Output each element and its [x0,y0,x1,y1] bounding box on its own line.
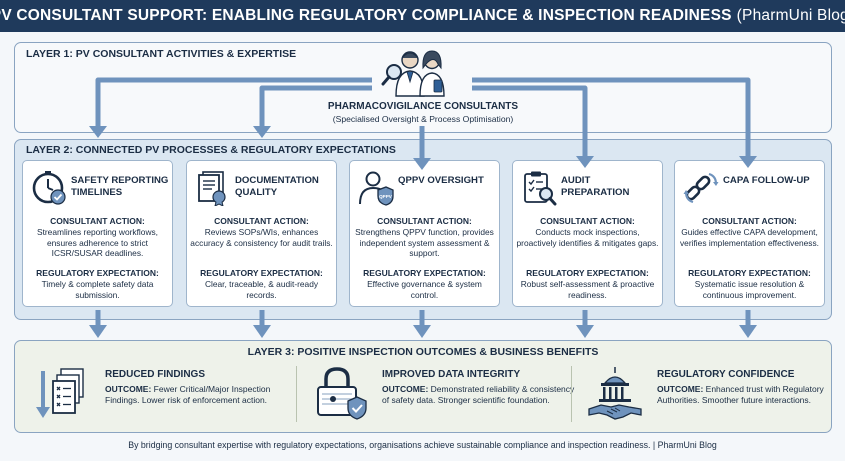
layer-3-panel: LAYER 3: POSITIVE INSPECTION OUTCOMES & … [14,340,832,433]
consultants-subtitle: (Specialised Oversight & Process Optimis… [332,114,514,124]
arrowhead-down-1 [89,325,107,338]
arrowhead-down-5 [739,325,757,338]
consultant-action-text: Guides effective CAPA development, verif… [679,227,820,248]
layer-1-panel: LAYER 1: PV CONSULTANT ACTIVITIES & EXPE… [14,42,832,133]
page-title-bar: PV CONSULTANT SUPPORT: ENABLING REGULATO… [0,0,845,32]
card-title: CAPA FOLLOW-UP [723,175,810,186]
regulatory-expectation-label: REGULATORY EXPECTATION: [200,268,323,278]
decreasing-documents-icon [36,368,84,418]
capitol-handshake-icon [588,367,642,420]
card-title: AUDIT PREPARATION [561,175,630,198]
checklist-magnifier-icon [524,171,557,206]
process-card-capa: CAPA FOLLOW-UP CONSULTANT ACTION: Guides… [674,160,825,307]
outcome-divider [571,366,572,422]
consultants-label: PHARMACOVIGILANCE CONSULTANTS [327,101,519,112]
outcome-reduced-findings: REDUCED FINDINGS OUTCOME: Fewer Critical… [35,363,295,425]
arrowhead-down-4 [576,325,594,338]
consultant-action-label: CONSULTANT ACTION: [214,216,309,226]
consultant-action-label: CONSULTANT ACTION: [377,216,472,226]
layer-1-title: LAYER 1: PV CONSULTANT ACTIVITIES & EXPE… [26,48,297,60]
card-title: QPPV OVERSIGHT [398,175,484,186]
outcome-label: OUTCOME: [105,384,152,394]
outcome-text: Demonstrated reliability & consistency o… [382,384,575,405]
consultant-action-text: Reviews SOPs/WIs, enhances accuracy & co… [190,227,333,248]
consultant-action-text: Conducts mock inspections, proactively i… [516,227,659,248]
consultant-action-text: Strengthens QPPV function, provides inde… [355,227,494,258]
person-shield-icon: QPPV [359,171,394,206]
process-card-qppv: QPPV QPPV OVERSIGHT CONSULTANT ACTION: S… [349,160,500,307]
clock-check-icon [32,171,66,205]
regulatory-expectation-label: REGULATORY EXPECTATION: [688,268,811,278]
page-title-source: (PharmUni Blog) [736,7,845,24]
process-card-documentation: DOCUMENTATION QUALITY CONSULTANT ACTION:… [186,160,337,307]
outcome-title: IMPROVED DATA INTEGRITY [382,369,521,380]
consultant-action-label: CONSULTANT ACTION: [540,216,635,226]
process-card-safety-reporting: SAFETY REPORTING TIMELINES CONSULTANT AC… [22,160,173,307]
consultant-action-label: CONSULTANT ACTION: [50,216,145,226]
outcome-text: Fewer Critical/Major Inspection Findings… [105,384,271,405]
outcome-label: OUTCOME: [657,384,704,394]
regulatory-expectation-text: Timely & complete safety data submission… [41,279,154,300]
outcome-title: REGULATORY CONFIDENCE [657,369,795,380]
layer-2-title: LAYER 2: CONNECTED PV PROCESSES & REGULA… [26,144,396,156]
outcome-title: REDUCED FINDINGS [105,369,206,380]
arrowhead-down-3 [413,325,431,338]
regulatory-expectation-text: Clear, traceable, & audit-ready records. [204,279,319,300]
outcome-text-block: OUTCOME: Enhanced trust with Regulatory … [657,384,827,405]
regulatory-expectation-text: Effective governance & system control. [367,279,482,300]
qppv-badge-text: QPPV [379,194,393,199]
layer-2-panel: LAYER 2: CONNECTED PV PROCESSES & REGULA… [14,139,832,320]
outcome-text-block: OUTCOME: Demonstrated reliability & cons… [382,384,578,405]
regulatory-expectation-text: Systematic issue resolution & continuous… [694,279,805,300]
arrowhead-down-2 [253,325,271,338]
regulatory-expectation-label: REGULATORY EXPECTATION: [36,268,159,278]
card-title: SAFETY REPORTING TIMELINES [71,175,169,198]
outcome-text: Enhanced trust with Regulatory Authoriti… [657,384,824,405]
outcome-label: OUTCOME: [382,384,429,394]
outcome-divider [296,366,297,422]
consultants-icon [381,50,445,97]
outcome-regulatory-confidence: REGULATORY CONFIDENCE OUTCOME: Enhanced … [587,363,827,425]
outcome-data-integrity: IMPROVED DATA INTEGRITY OUTCOME: Demonst… [312,363,574,425]
process-card-audit: AUDIT PREPARATION CONSULTANT ACTION: Con… [512,160,663,307]
padlock-shield-icon [317,367,367,420]
page-title: PV CONSULTANT SUPPORT: ENABLING REGULATO… [0,7,732,24]
card-title: DOCUMENTATION QUALITY [235,175,319,198]
outcome-text-block: OUTCOME: Fewer Critical/Major Inspection… [105,384,301,405]
footer-caption: By bridging consultant expertise with re… [128,440,717,450]
layer-3-title: LAYER 3: POSITIVE INSPECTION OUTCOMES & … [247,346,599,358]
chain-link-cycle-icon [683,172,719,204]
regulatory-expectation-label: REGULATORY EXPECTATION: [363,268,486,278]
document-seal-icon [198,171,226,206]
regulatory-expectation-label: REGULATORY EXPECTATION: [526,268,649,278]
consultant-action-label: CONSULTANT ACTION: [702,216,797,226]
regulatory-expectation-text: Robust self-assessment & proactive readi… [520,279,655,300]
consultant-action-text: Streamlines reporting workflows, ensures… [36,227,159,258]
